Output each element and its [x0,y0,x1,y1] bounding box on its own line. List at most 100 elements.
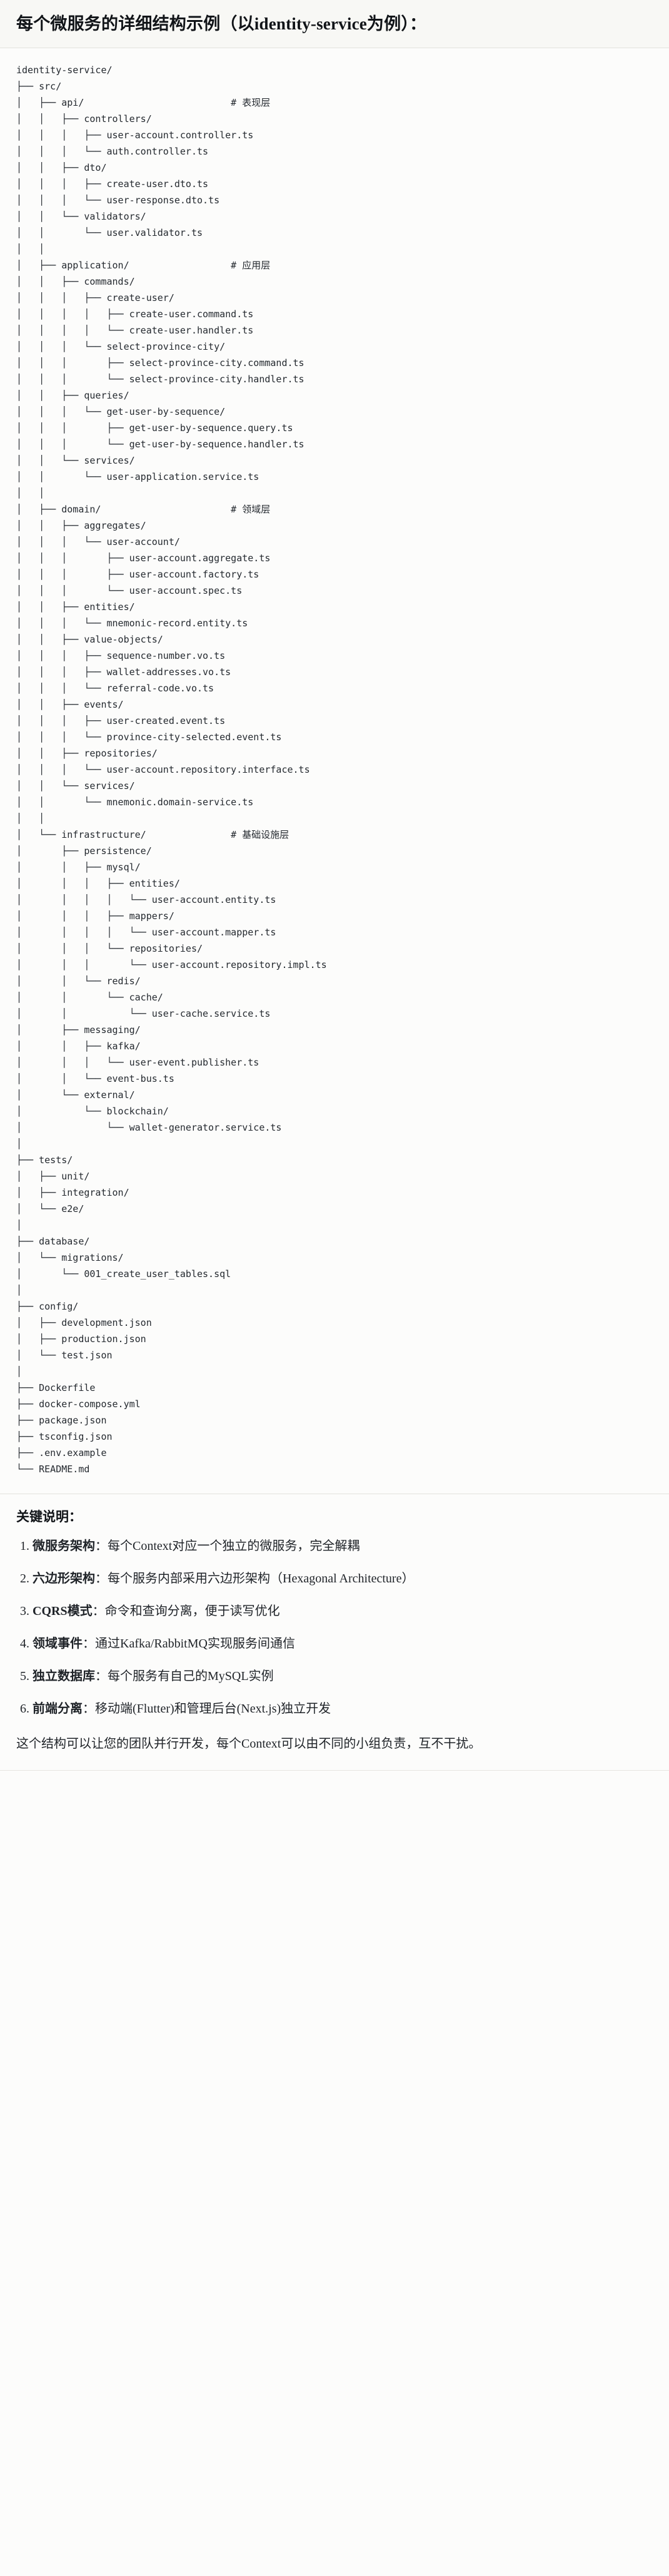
note-separator: ： [92,1604,105,1618]
tree-layer-comment: # 领域层 [231,503,271,515]
tree-line: │ │ │ ├── select-province-city.command.t… [16,357,304,369]
tree-line: │ └── migrations/ [16,1251,124,1263]
tree-line: │ │ ├── repositories/ [16,747,158,759]
note-separator: ： [83,1701,95,1716]
tree-line: │ │ │ └── province-city-selected.event.t… [16,731,282,743]
tree-line: ├── docker-compose.yml [16,1398,141,1410]
tree-line: │ │ └── mnemonic.domain-service.ts [16,796,254,808]
note-key: 领域事件 [33,1636,83,1651]
note-number: 1. [20,1539,33,1553]
tree-line: ├── config/ [16,1300,79,1312]
note-item: 4. 领域事件：通过Kafka/RabbitMQ实现服务间通信 [19,1634,653,1653]
document-header: 每个微服务的详细结构示例（以identity-service为例）： [0,0,669,48]
tree-line: │ │ │ └── user-account.repository.impl.t… [16,959,327,970]
tree-line: ├── tsconfig.json [16,1430,113,1442]
tree-line: │ │ ├── aggregates/ [16,519,146,531]
tree-line: │ │ │ └── get-user-by-sequence/ [16,405,226,417]
tree-line: ├── src/ [16,80,62,92]
tree-line: │ │ └── redis/ [16,975,141,987]
page-title: 每个微服务的详细结构示例（以identity-service为例）： [16,14,427,33]
tree-line: │ └── infrastructure/ # 基础设施层 [16,828,289,840]
tree-line: │ │ │ └── select-province-city/ [16,340,226,352]
notes-title: 关键说明： [16,1509,82,1524]
note-key: 微服务架构 [33,1539,95,1553]
tree-line: │ │ │ ├── get-user-by-sequence.query.ts [16,422,293,434]
note-text: 每个服务内部采用六边形架构（Hexagonal Architecture） [108,1571,415,1586]
tree-line: │ ├── production.json [16,1333,146,1345]
tree-line: │ │ │ ├── entities/ [16,877,180,889]
tree-line: │ [16,1365,23,1377]
tree-layer-comment: # 应用层 [231,259,271,271]
note-key: 前端分离 [33,1701,83,1716]
closing-paragraph: 这个结构可以让您的团队并行开发，每个Context可以由不同的小组负责，互不干扰… [16,1736,481,1751]
tree-line: └── README.md [16,1463,90,1475]
tree-line: │ └── wallet-generator.service.ts [16,1121,282,1133]
tree-line: │ │ │ └── repositories/ [16,942,203,954]
notes-list: 1. 微服务架构：每个Context对应一个独立的微服务，完全解耦 2. 六边形架… [16,1537,653,1718]
tree-line: │ │ │ └── get-user-by-sequence.handler.t… [16,438,304,450]
tree-line: │ │ │ └── user-account.repository.interf… [16,763,310,775]
tree-line: │ │ ├── mysql/ [16,861,141,873]
tree-line: │ ├── application/ # 应用层 [16,259,271,271]
tree-line: │ │ │ ├── user-account.factory.ts [16,568,259,580]
tree-line: │ │ │ ├── wallet-addresses.vo.ts [16,666,231,678]
note-text: 命令和查询分离，便于读写优化 [104,1604,280,1618]
tree-line: │ │ │ │ └── create-user.handler.ts [16,324,254,336]
tree-line: │ │ ├── queries/ [16,389,129,401]
tree-line: │ │ │ ├── create-user/ [16,292,174,303]
directory-tree: identity-service/ ├── src/ │ ├── api/ # … [16,62,653,1477]
tree-layer-comment: # 基础设施层 [231,828,289,840]
tree-line: │ │ └── services/ [16,780,135,792]
note-number: 3. [20,1604,33,1618]
tree-line: │ │ ├── dto/ [16,161,107,173]
tree-line: │ │ └── cache/ [16,991,163,1003]
tree-line: │ │ [16,243,45,255]
tree-line: │ └── e2e/ [16,1203,84,1214]
note-item: 5. 独立数据库：每个服务有自己的MySQL实例 [19,1667,653,1686]
footer-divider [0,1769,669,1782]
tree-line: identity-service/ [16,64,113,76]
note-text: 每个服务有自己的MySQL实例 [108,1669,274,1683]
tree-line: │ ├── persistence/ [16,845,152,857]
tree-line: │ │ [16,487,45,499]
note-separator: ： [95,1571,108,1586]
tree-line: │ ├── domain/ # 领域层 [16,503,271,515]
tree-line: │ │ │ ├── sequence-number.vo.ts [16,649,226,661]
note-item: 1. 微服务架构：每个Context对应一个独立的微服务，完全解耦 [19,1537,653,1555]
tree-line: ├── package.json [16,1414,107,1426]
tree-line: │ [16,1284,23,1296]
tree-line: │ [16,1219,23,1231]
tree-line: │ │ ├── kafka/ [16,1040,141,1052]
tree-line: │ │ │ └── auth.controller.ts [16,145,209,157]
tree-line: │ │ [16,812,45,824]
tree-line: │ │ │ └── user-response.dto.ts [16,194,220,206]
note-key: CQRS模式 [33,1604,93,1618]
note-text: 移动端(Flutter)和管理后台(Next.js)独立开发 [95,1701,331,1716]
note-item: 2. 六边形架构：每个服务内部采用六边形架构（Hexagonal Archite… [19,1569,653,1588]
tree-line: │ ├── development.json [16,1316,152,1328]
tree-line: │ └── test.json [16,1349,113,1361]
note-separator: ： [95,1539,108,1553]
note-text: 通过Kafka/RabbitMQ实现服务间通信 [95,1636,295,1651]
tree-line: │ │ ├── value-objects/ [16,633,163,645]
tree-layer-comment: # 表现层 [231,96,271,108]
tree-line: │ │ │ └── user-account/ [16,536,180,547]
tree-line: │ │ │ │ ├── create-user.command.ts [16,308,254,320]
tree-line: │ └── blockchain/ [16,1105,169,1117]
tree-line: ├── .env.example [16,1447,107,1459]
tree-line: │ │ │ ├── user-account.aggregate.ts [16,552,271,564]
tree-line: │ │ ├── controllers/ [16,113,152,125]
tree-line: │ │ │ │ └── user-account.mapper.ts [16,926,276,938]
tree-line: │ └── external/ [16,1089,135,1101]
tree-line: │ │ │ └── mnemonic-record.entity.ts [16,617,248,629]
note-item: 6. 前端分离：移动端(Flutter)和管理后台(Next.js)独立开发 [19,1699,653,1718]
note-separator: ： [83,1636,95,1651]
tree-line: │ │ └── user.validator.ts [16,227,203,238]
tree-line: │ └── 001_create_user_tables.sql [16,1268,231,1280]
tree-line: │ │ └── validators/ [16,210,146,222]
tree-line: │ │ ├── events/ [16,698,124,710]
tree-line: │ │ │ ├── create-user.dto.ts [16,178,209,190]
tree-line: │ │ └── user-application.service.ts [16,471,259,482]
tree-line: │ │ │ ├── mappers/ [16,910,174,922]
tree-line: │ │ │ └── referral-code.vo.ts [16,682,214,694]
